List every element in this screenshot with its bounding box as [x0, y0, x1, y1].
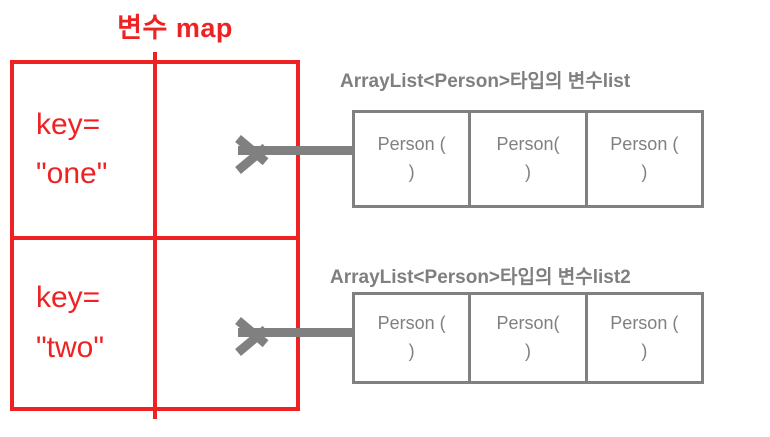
arrow-shaft: [238, 328, 354, 337]
list-cell: Person( ): [471, 295, 588, 381]
map-key-one-line2: "one": [36, 157, 108, 191]
map-title: 변수 map: [117, 13, 233, 43]
list-cell-open: Person(: [496, 134, 560, 155]
list-box-list: Person ( ) Person( ) Person ( ): [352, 110, 704, 208]
list-cell-close: ): [641, 162, 648, 182]
list-box-list2: Person ( ) Person( ) Person ( ): [352, 292, 704, 384]
map-key-two-line2: "two": [36, 330, 104, 364]
list-label-list2: ArrayList<Person>타입의 변수list2: [330, 267, 631, 288]
list-cell: Person ( ): [588, 295, 701, 381]
arrow-left-icon-one: [235, 130, 354, 174]
map-key-one-line1: key=: [36, 107, 101, 141]
list-cell-close: ): [524, 162, 531, 182]
list-cell-open: Person (: [610, 134, 679, 155]
map-column-divider: [153, 52, 157, 419]
list-cell: Person( ): [471, 113, 588, 205]
list-cell-open: Person (: [377, 134, 446, 155]
map-key-two-line1: key=: [36, 281, 101, 315]
list-cell-close: ): [408, 162, 415, 182]
map-key-cell-one: key= "one": [14, 64, 159, 236]
map-row-one: key= "one": [14, 64, 296, 236]
list-cell-close: ): [408, 341, 415, 361]
map-key-cell-two: key= "two": [14, 240, 159, 408]
arrow-shaft: [238, 146, 354, 155]
list-label-list: ArrayList<Person>타입의 변수list: [340, 71, 631, 92]
list-cell: Person ( ): [355, 295, 472, 381]
list-cell-close: ): [524, 341, 531, 361]
list-cell-close: ): [641, 341, 648, 361]
list-cell: Person ( ): [355, 113, 472, 205]
arrow-left-icon-two: [235, 312, 354, 356]
list-cell-open: Person (: [377, 313, 446, 334]
map-row-two: key= "two": [14, 235, 296, 408]
list-cell-open: Person(: [496, 313, 560, 334]
list-cell: Person ( ): [588, 113, 701, 205]
list-cell-open: Person (: [610, 313, 679, 334]
